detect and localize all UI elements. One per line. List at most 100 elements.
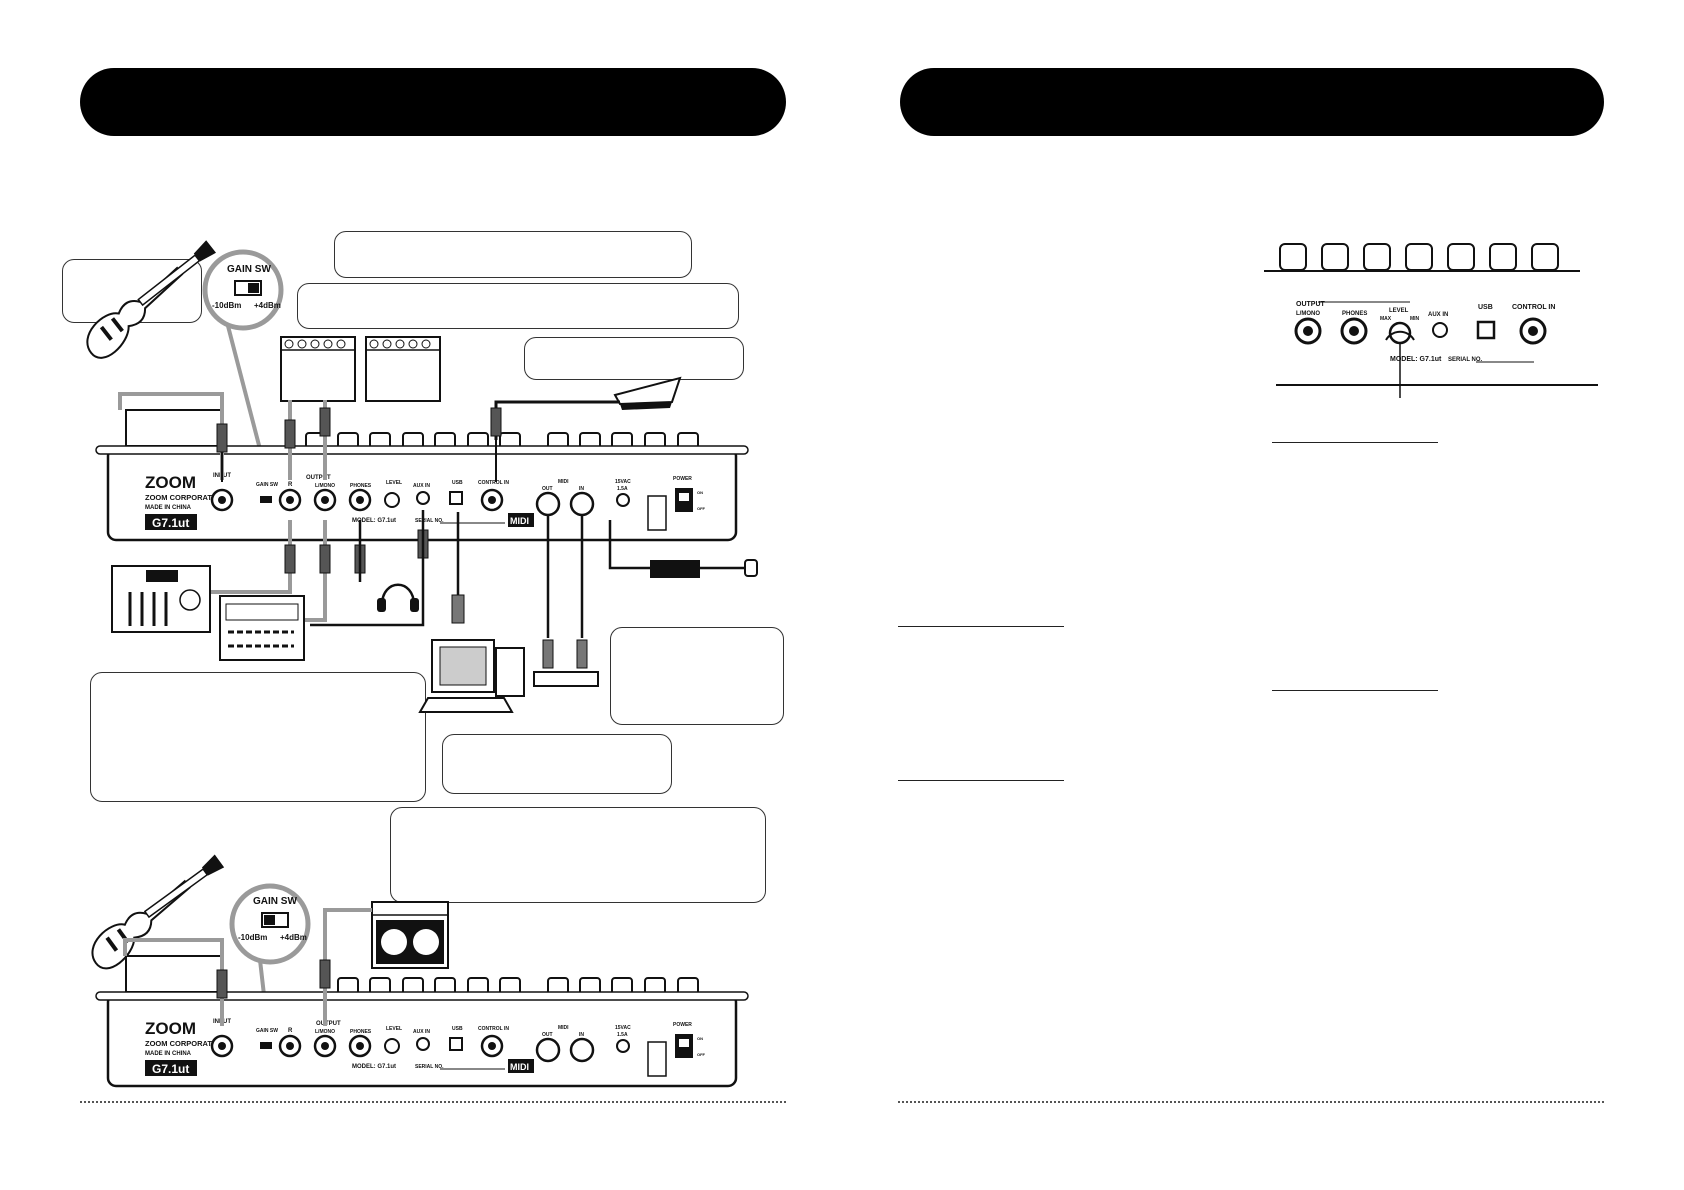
top-usb-port: [449, 491, 463, 505]
headphones-icon: [377, 583, 419, 612]
svg-text:AUX IN: AUX IN: [413, 483, 430, 489]
callout-midi: [610, 627, 784, 725]
svg-text:LEVEL: LEVEL: [386, 1026, 402, 1032]
svg-text:SERIAL NO.: SERIAL NO.: [415, 1064, 444, 1070]
left-col-rule-2: [898, 780, 1064, 781]
svg-text:OUTPUT: OUTPUT: [1296, 301, 1326, 308]
top-unit-pedal-area: [125, 409, 223, 447]
bottom-midi-in-port: [569, 1037, 595, 1063]
bottom-midi-out-port: [535, 1037, 561, 1063]
svg-text:CONTROL IN: CONTROL IN: [1512, 304, 1555, 311]
right-header-band: [900, 68, 1604, 136]
svg-text:ON: ON: [697, 1036, 703, 1041]
svg-text:MIDI: MIDI: [510, 1062, 529, 1072]
gain-sw-right: +4dBm: [254, 301, 281, 310]
top-company: ZOOM CORPORATION: [145, 493, 225, 502]
bottom-dc-jack: [616, 1039, 630, 1053]
callout-mono-amp: [390, 807, 766, 903]
left-col-rule-1: [898, 626, 1064, 627]
svg-text:GAIN SW: GAIN SW: [256, 1028, 278, 1034]
svg-text:USB: USB: [452, 480, 463, 486]
top-aux-in-jack: [416, 491, 430, 505]
callout-pedal: [524, 337, 744, 380]
svg-text:PHONES: PHONES: [350, 1029, 372, 1035]
svg-text:OUTPUT: OUTPUT: [306, 475, 331, 481]
svg-text:MODEL: G7.1ut: MODEL: G7.1ut: [352, 1064, 396, 1070]
svg-text:POWER: POWER: [673, 1022, 692, 1028]
svg-text:MIDI: MIDI: [558, 479, 569, 485]
top-origin: MADE IN CHINA: [145, 505, 192, 511]
bottom-unit-pedal-area: [125, 955, 223, 993]
detail-usb-port: [1476, 320, 1496, 340]
svg-text:LEVEL: LEVEL: [1389, 308, 1409, 314]
top-midi-in-port: [569, 491, 595, 517]
svg-text:MODEL: G7.1ut: MODEL: G7.1ut: [352, 518, 396, 524]
svg-text:ON: ON: [697, 490, 703, 495]
svg-text:MIDI: MIDI: [510, 516, 529, 526]
svg-text:PHONES: PHONES: [1342, 311, 1367, 317]
gain-sw-left: -10dBm: [212, 301, 241, 310]
top-level-knob: [384, 492, 400, 508]
svg-text:USB: USB: [452, 1026, 463, 1032]
svg-text:PHONES: PHONES: [350, 483, 372, 489]
top-midi-out-port: [535, 491, 561, 517]
svg-text:LEVEL: LEVEL: [386, 480, 402, 486]
callout-amps: [297, 283, 739, 329]
callout-top-center: [334, 231, 692, 278]
left-footer-dotline: [80, 1101, 786, 1103]
svg-text:MADE IN CHINA: MADE IN CHINA: [145, 1051, 192, 1057]
expression-pedal-icon: [613, 376, 682, 410]
svg-text:R: R: [288, 482, 293, 488]
svg-text:1.5A: 1.5A: [617, 486, 628, 492]
right-footer-dotline: [898, 1101, 1604, 1103]
svg-text:L/MONO: L/MONO: [315, 483, 335, 489]
svg-text:IN: IN: [579, 1032, 584, 1038]
svg-text:MIN: MIN: [1410, 316, 1420, 322]
svg-text:OUT: OUT: [542, 1032, 553, 1038]
guitar-icon: [86, 240, 217, 359]
svg-text:MIDI: MIDI: [558, 1025, 569, 1031]
amp-left-icon: [280, 336, 356, 402]
left-header-band: [80, 68, 786, 136]
callout-recorder: [90, 672, 426, 802]
right-section-rule-1: [1272, 442, 1438, 443]
guitar-icon: [91, 854, 225, 970]
svg-text:15VAC: 15VAC: [615, 1025, 631, 1031]
rhythm-machine-icon: [219, 595, 305, 661]
detail-aux-in-jack: [1432, 322, 1448, 338]
top-dc-jack: [616, 493, 630, 507]
svg-text:R: R: [288, 1028, 293, 1034]
svg-text:ZOOM CORPORATION: ZOOM CORPORATION: [145, 1039, 225, 1048]
svg-text:AUX IN: AUX IN: [1428, 312, 1448, 318]
svg-text:SERIAL NO.: SERIAL NO.: [1448, 357, 1483, 363]
svg-text:+4dBm: +4dBm: [280, 933, 307, 942]
svg-text:MAX: MAX: [1380, 316, 1392, 322]
svg-text:POWER: POWER: [673, 476, 692, 482]
svg-text:MODEL: G7.1ut: MODEL: G7.1ut: [1390, 356, 1442, 363]
svg-text:OFF: OFF: [697, 1052, 706, 1057]
svg-text:GAIN SW: GAIN SW: [253, 896, 297, 907]
svg-text:OUT: OUT: [542, 486, 553, 492]
svg-text:-10dBm: -10dBm: [238, 933, 267, 942]
svg-text:SERIAL NO.: SERIAL NO.: [415, 518, 444, 524]
svg-text:CONTROL IN: CONTROL IN: [478, 480, 509, 486]
svg-text:15VAC: 15VAC: [615, 479, 631, 485]
detail-knob-row: [1279, 243, 1559, 271]
svg-text:USB: USB: [1478, 304, 1493, 311]
amp-right-icon: [365, 336, 441, 402]
svg-text:G7.1ut: G7.1ut: [152, 1062, 189, 1076]
power-adapter-icon: [650, 559, 758, 578]
callout-computer: [442, 734, 672, 794]
gain-sw-title: GAIN SW: [227, 264, 271, 275]
top-model-badge: G7.1ut: [152, 516, 189, 530]
bottom-aux-in-jack: [416, 1037, 430, 1051]
svg-text:CONTROL IN: CONTROL IN: [478, 1026, 509, 1032]
svg-text:1.5A: 1.5A: [617, 1032, 628, 1038]
multitrack-recorder-icon: [111, 565, 211, 633]
svg-text:OUTPUT: OUTPUT: [316, 1021, 341, 1027]
svg-text:IN: IN: [579, 486, 584, 492]
bottom-level-knob: [384, 1038, 400, 1054]
